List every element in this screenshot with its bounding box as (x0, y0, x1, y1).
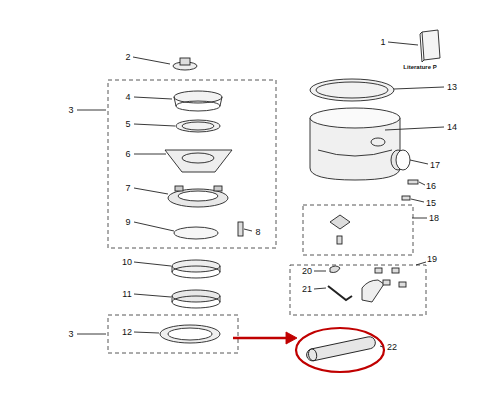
callout-number: 14 (446, 123, 458, 132)
callout-number: 21 (301, 285, 313, 294)
callout-number: 1 (379, 38, 386, 47)
callout-number: 7 (124, 184, 131, 193)
callout-number: 2 (124, 53, 131, 62)
callout-number: 12 (121, 328, 133, 337)
callout-number: 19 (426, 255, 438, 264)
callout-number: 10 (121, 258, 133, 267)
part-label: Literature P (402, 64, 437, 70)
callout-number: 16 (425, 182, 437, 191)
callout-number: 15 (425, 199, 437, 208)
callout-number: 6 (124, 150, 131, 159)
callout-number: 20 (301, 267, 313, 276)
callout-number: 9 (124, 218, 131, 227)
callout-number: 11 (121, 290, 132, 299)
callout-number: 5 (124, 120, 131, 129)
callout-number: 4 (124, 93, 131, 102)
callout-number: 18 (428, 214, 440, 223)
callout-number: 17 (429, 161, 441, 170)
callout-number: 8 (254, 228, 261, 237)
callout-number: 22 (386, 343, 398, 352)
callout-number: 3 (67, 106, 74, 115)
callout-number: 3 (67, 330, 74, 339)
callout-number: 13 (446, 83, 458, 92)
